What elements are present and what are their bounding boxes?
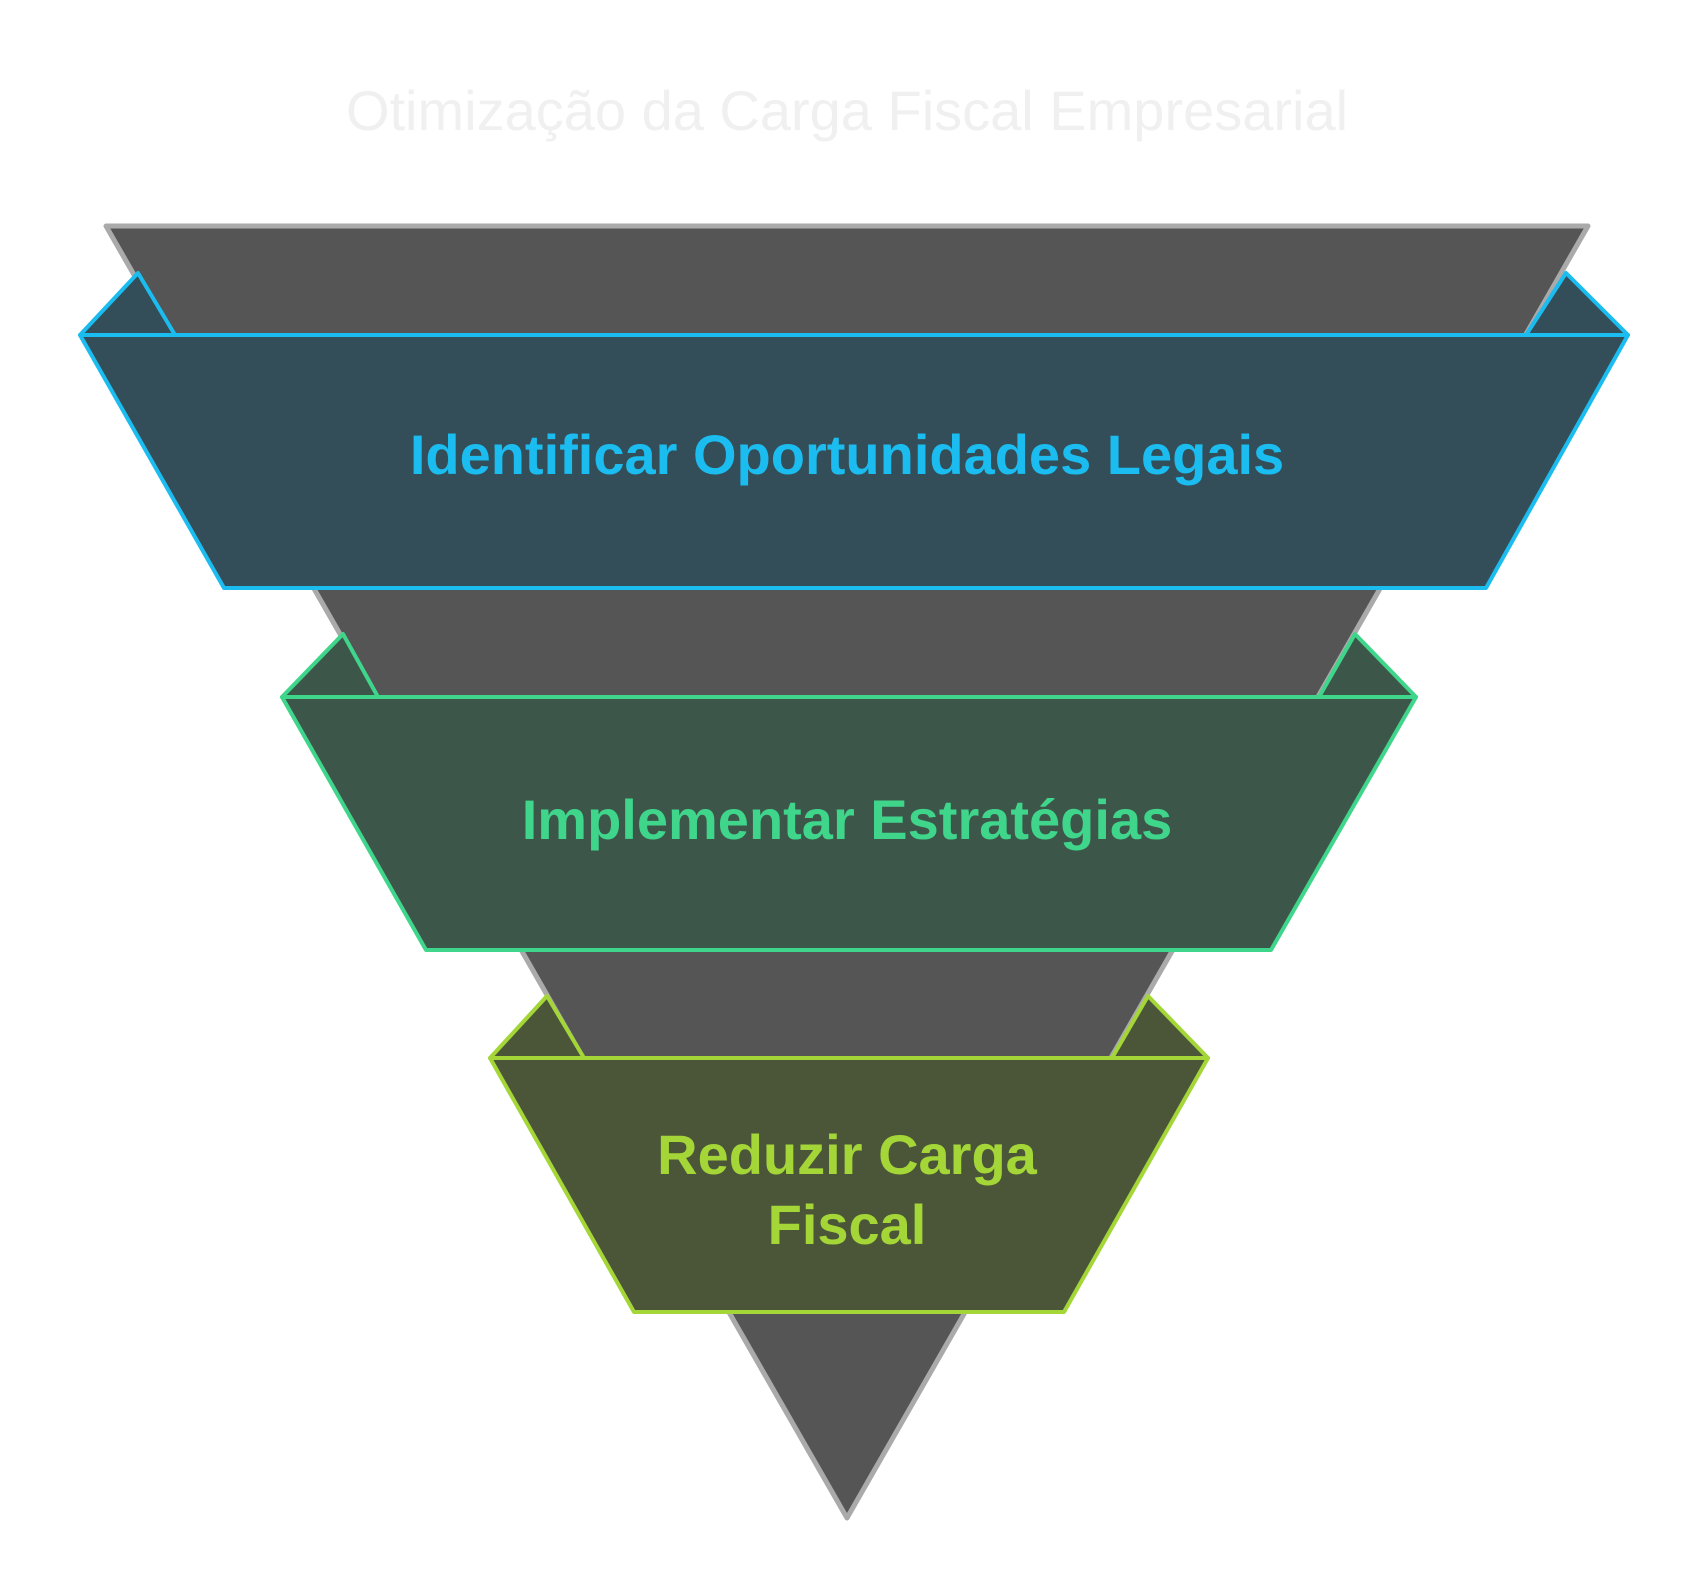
band-2-body: [280, 695, 1418, 952]
diagram-title: Otimização da Carga Fiscal Empresarial: [345, 79, 1349, 142]
stage-band-2: [280, 632, 1418, 952]
stage-label-3-line-1: Reduzir Carga: [657, 1123, 1037, 1186]
stage-band-1: [78, 271, 1630, 590]
stage-label-1: Identificar Oportunidades Legais: [409, 423, 1285, 486]
stage-band-3: [488, 994, 1210, 1314]
stage-label-3-line-2: Fiscal: [767, 1193, 927, 1256]
band-1-body: [78, 333, 1630, 590]
stage-label-2: Implementar Estratégias: [521, 788, 1173, 851]
band-3-body: [488, 1056, 1210, 1314]
